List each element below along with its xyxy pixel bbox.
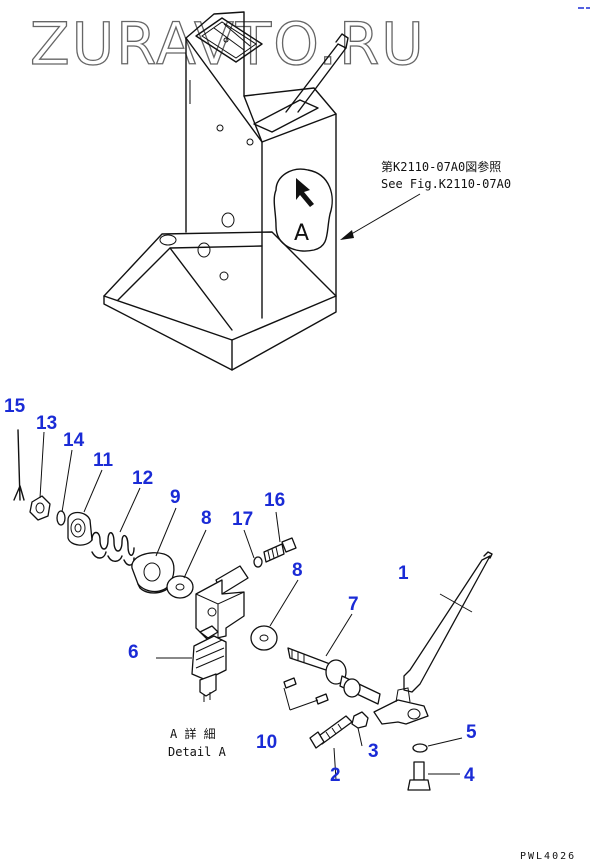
part-7-shaft (287, 647, 381, 705)
part-5-washer (412, 743, 428, 753)
part-2-bolt (309, 715, 353, 749)
part-17-washer (253, 556, 263, 568)
part-8-washer-upper (166, 575, 194, 599)
part-6-switch (191, 625, 227, 702)
part-12-spring (91, 531, 135, 566)
callout-2: 2 (330, 765, 341, 786)
part-15-pin (13, 429, 25, 501)
part-13-nut (29, 495, 51, 521)
callout-8-upper: 8 (201, 508, 212, 529)
reference-leader (347, 193, 421, 237)
callout-12: 12 (132, 468, 153, 489)
callout-13: 13 (36, 413, 57, 434)
view-label-a: A (294, 221, 309, 246)
watermark: ZURAVTO.RU (30, 10, 426, 78)
reference-jp: 第K2110-07A0図参照 (381, 159, 501, 174)
console-housing (103, 11, 349, 371)
callout-16: 16 (264, 490, 285, 511)
callout-14: 14 (63, 430, 85, 451)
detail-caption-jp: A 詳 細 (170, 726, 216, 741)
callout-3: 3 (368, 741, 379, 762)
part-14-washer (56, 510, 66, 526)
callout-5: 5 (466, 722, 477, 743)
callout-1: 1 (398, 563, 409, 584)
part-1-lever (373, 551, 493, 725)
callout-6: 6 (128, 642, 139, 663)
callout-11: 11 (93, 450, 114, 471)
detail-caption-en: Detail A (168, 745, 227, 759)
callout-17: 17 (232, 509, 253, 530)
part-9-cam (131, 552, 175, 594)
part-8-washer-lower (250, 625, 278, 651)
callout-10: 10 (256, 732, 277, 753)
part-11-cap (67, 511, 93, 546)
bracket (195, 565, 249, 641)
callout-8-lower: 8 (292, 560, 303, 581)
callout-4: 4 (464, 765, 475, 786)
part-3-nut (351, 711, 369, 729)
callout-9: 9 (170, 487, 181, 508)
part-4-bolt (407, 761, 431, 791)
reference-en: See Fig.K2110-07A0 (381, 177, 511, 191)
callout-15: 15 (4, 396, 26, 417)
drawing-code: PWL4026 (520, 851, 576, 862)
part-16-bolt (263, 537, 297, 563)
callout-7: 7 (348, 594, 359, 615)
part-10-keys (283, 677, 329, 705)
callout-leaders (39, 431, 473, 781)
